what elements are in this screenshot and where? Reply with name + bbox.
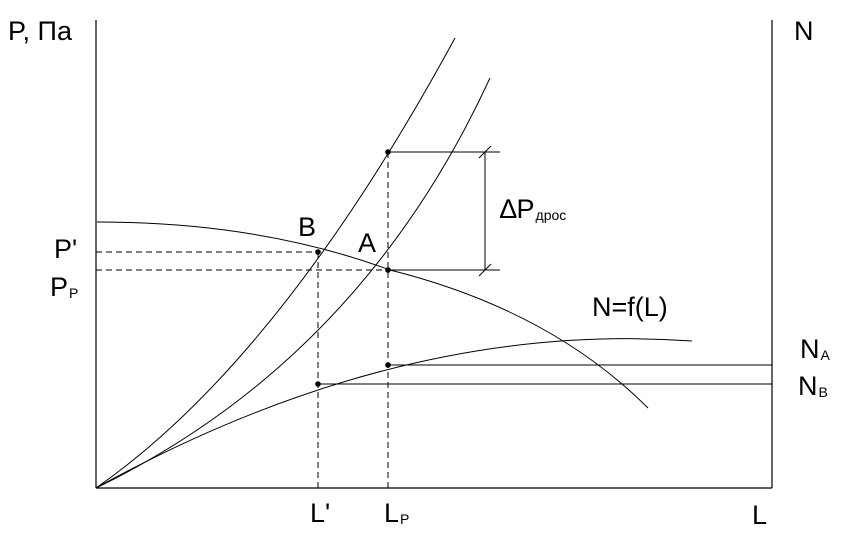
power-curve	[95, 338, 693, 489]
point-a-label: A	[358, 228, 377, 258]
delta-p-tick-bottom	[478, 263, 492, 277]
l-r-label: L Р	[384, 500, 409, 527]
point-a-dot	[385, 267, 391, 273]
point-b-dot	[315, 249, 321, 255]
l-r-label-main: L	[384, 498, 400, 528]
n-a-label-main: N	[800, 334, 820, 364]
n-b-dot	[315, 381, 321, 387]
y-axis-left-label: P, Па	[8, 16, 72, 46]
p-r-label-sub: Р	[69, 285, 79, 301]
p-r-label-main: P	[50, 272, 69, 302]
delta-p-label-sub: дрос	[535, 207, 567, 223]
l-r-label-sub: Р	[400, 511, 410, 527]
n-a-dot	[385, 362, 391, 368]
y-axis-right-label: N	[794, 16, 814, 46]
delta-p-label: ∆P дрос	[500, 196, 566, 223]
point-b-label: B	[298, 212, 317, 242]
power-curve-label: N=f(L)	[592, 292, 668, 322]
network-curve-a	[95, 77, 491, 489]
network-curve-b	[95, 37, 456, 489]
x-axis-label: L	[752, 500, 768, 530]
l-prime-label: L'	[310, 498, 331, 528]
n-a-label: N А	[800, 336, 830, 363]
p-r-label: P Р	[50, 274, 78, 301]
p-prime-label: P'	[54, 234, 78, 264]
n-b-label-main: N	[798, 371, 818, 401]
delta-p-top-dot	[385, 149, 391, 155]
n-b-label-sub: В	[818, 384, 828, 400]
delta-p-label-main: ∆P	[500, 194, 535, 224]
delta-p-tick-top	[478, 145, 492, 159]
n-b-label: N В	[798, 373, 828, 400]
n-a-label-sub: А	[820, 347, 830, 363]
